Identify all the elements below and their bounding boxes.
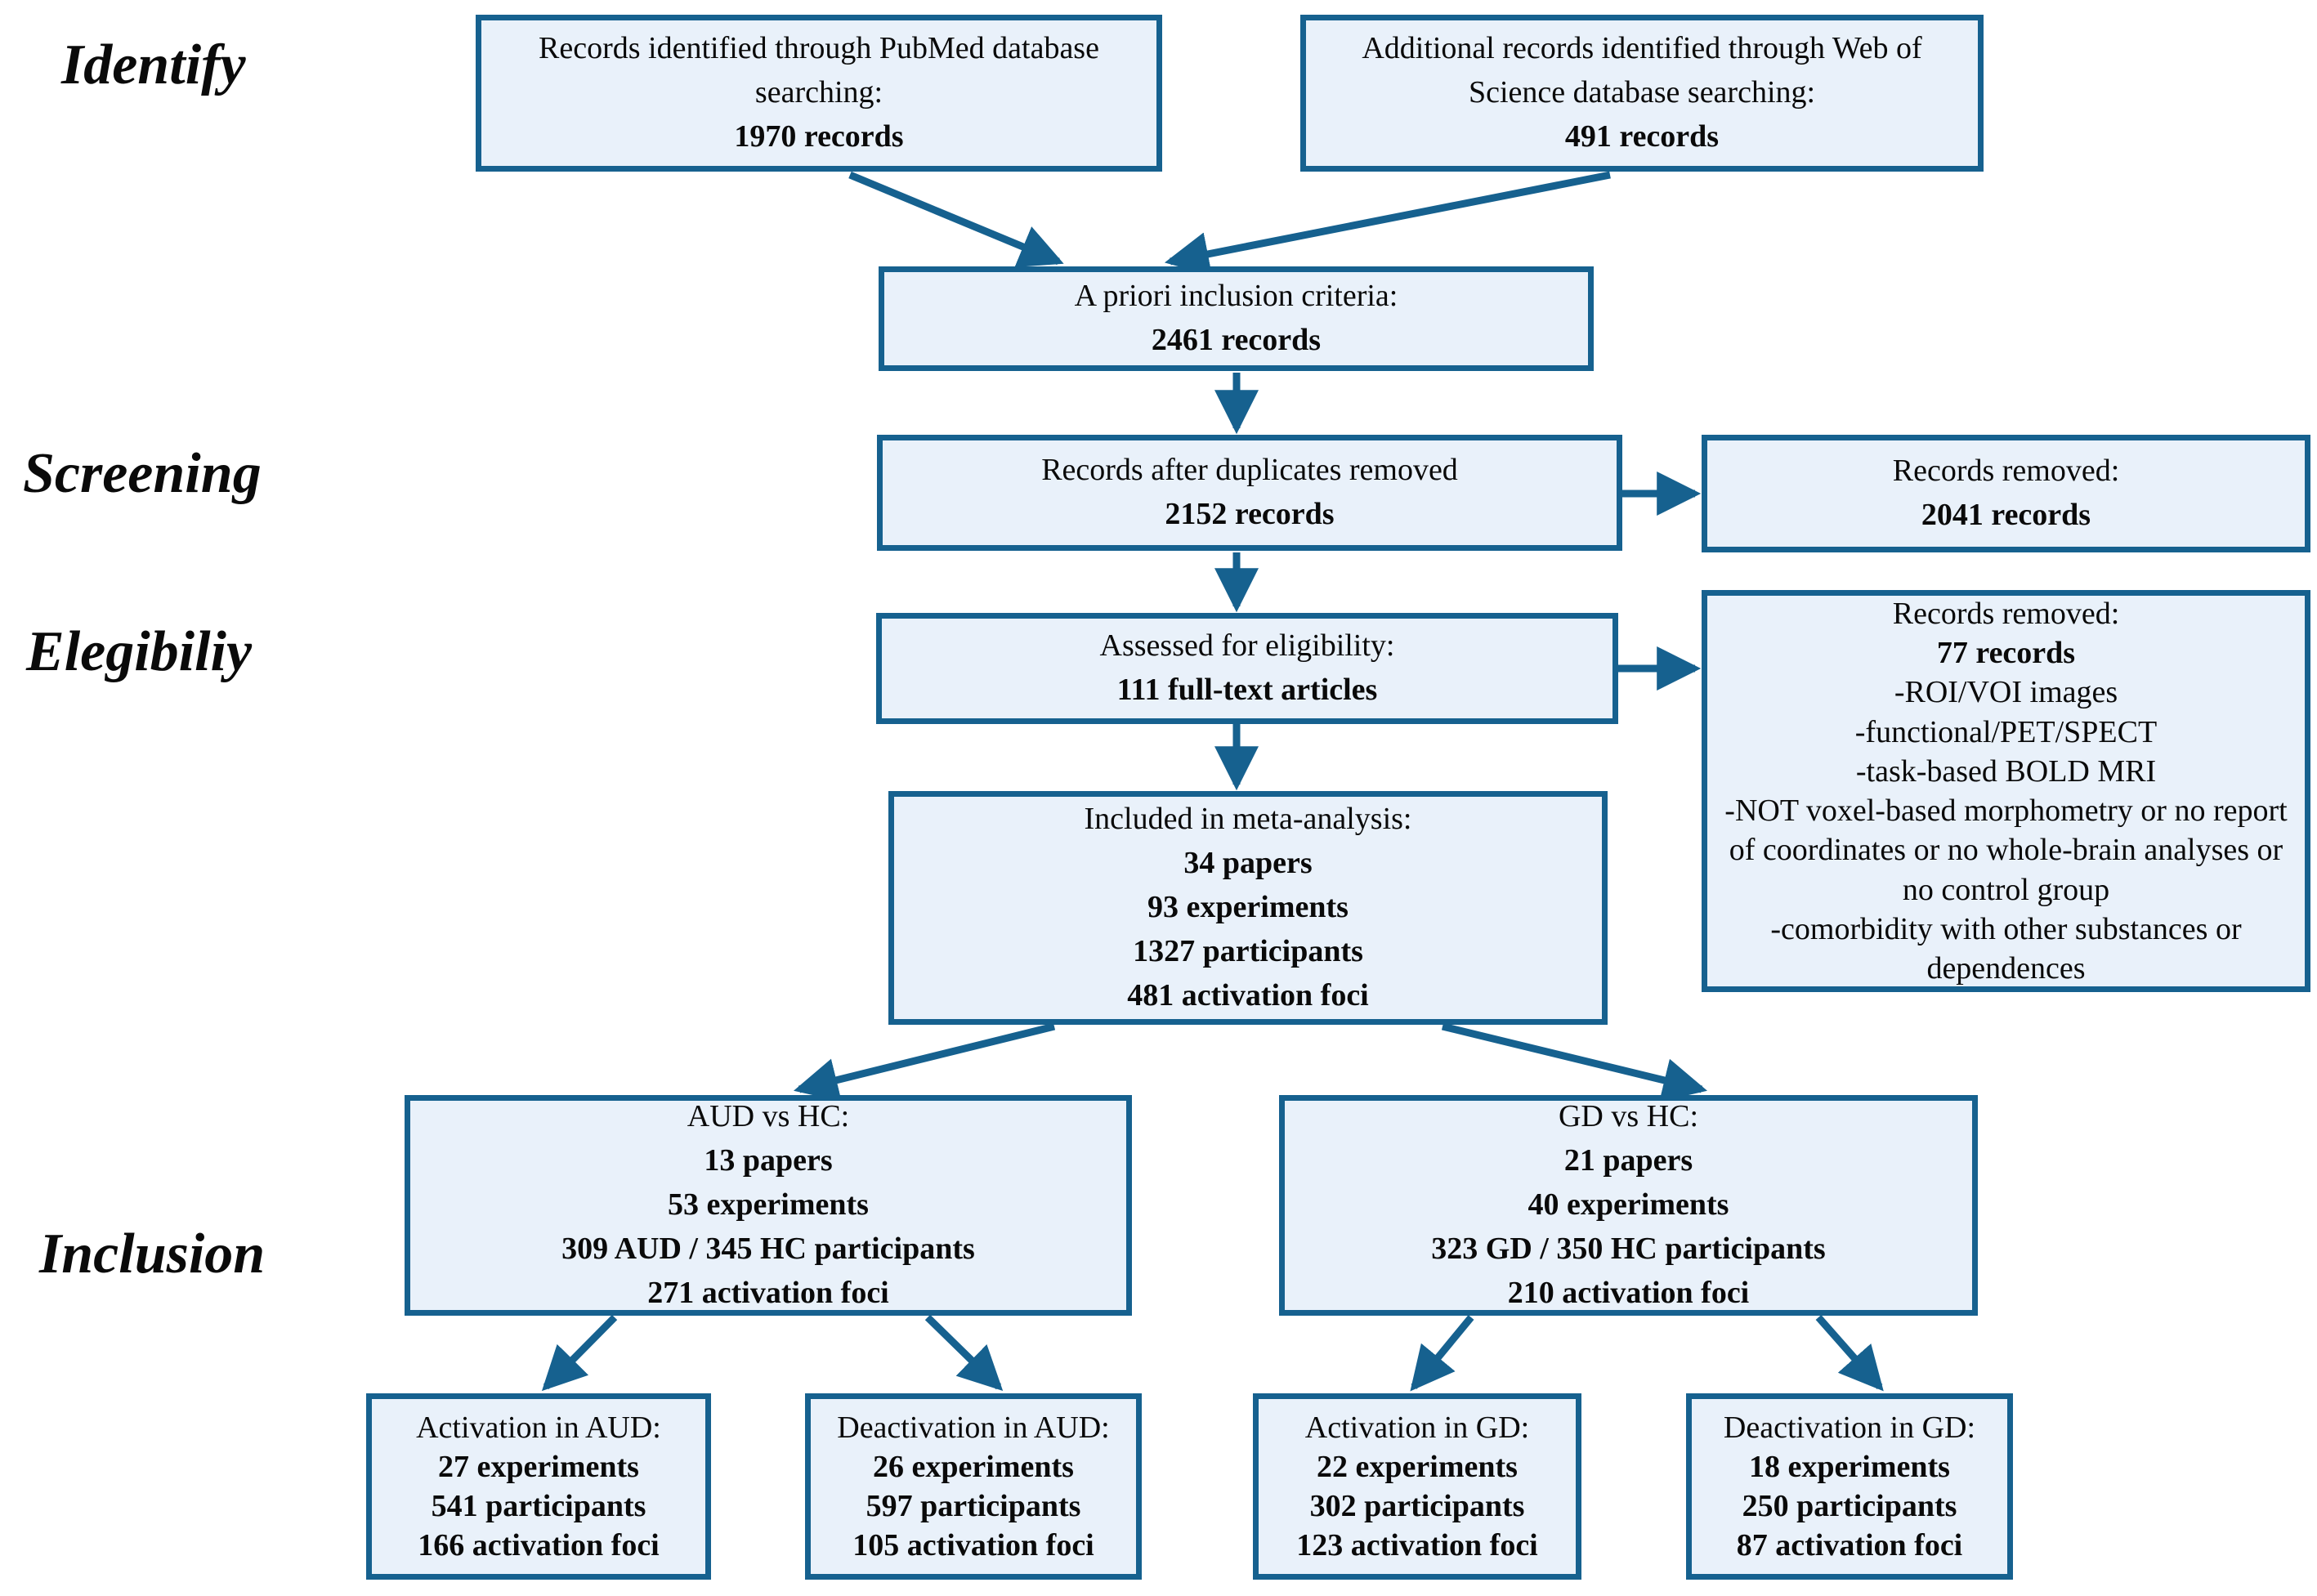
box-assessed-eligibility-value: 111 full-text articles: [1116, 673, 1378, 707]
box-aud-vs-hc: AUD vs HC: 13 papers 53 experiments 309 …: [405, 1095, 1132, 1316]
box-records-removed-eligibility: Records removed: 77 records -ROI/VOI ima…: [1702, 590, 2310, 992]
arrow-wos-to-apriori: [1164, 171, 1611, 276]
deactivation-gd-participants: 250 participants: [1742, 1489, 1957, 1523]
included-activation-foci: 481 activation foci: [1127, 977, 1369, 1013]
box-activation-gd: Activation in GD: 22 experiments 302 par…: [1253, 1393, 1581, 1580]
deactivation-aud-experiments: 26 experiments: [873, 1449, 1074, 1484]
included-participants: 1327 participants: [1133, 933, 1363, 968]
box-deactivation-gd: Deactivation in GD: 18 experiments 250 p…: [1686, 1393, 2013, 1580]
box-activation-aud: Activation in AUD: 27 experiments 541 pa…: [366, 1393, 711, 1580]
exclusion-reason-not-vbm: -NOT voxel-based morphometry or no repor…: [1724, 794, 2288, 907]
activation-gd-participants: 302 participants: [1309, 1489, 1525, 1523]
box-activation-gd-title: Activation in GD:: [1304, 1410, 1530, 1445]
box-records-wos-title: Additional records identified through We…: [1362, 31, 1922, 110]
activation-gd-experiments: 22 experiments: [1317, 1449, 1518, 1484]
box-deactivation-aud: Deactivation in AUD: 26 experiments 597 …: [805, 1393, 1142, 1580]
activation-aud-foci: 166 activation foci: [418, 1528, 660, 1563]
box-activation-aud-title: Activation in AUD:: [416, 1410, 661, 1445]
stage-label-inclusion: Inclusion: [39, 1223, 266, 1285]
deactivation-gd-experiments: 18 experiments: [1749, 1449, 1950, 1484]
included-experiments: 93 experiments: [1147, 890, 1349, 925]
included-papers: 34 papers: [1183, 846, 1313, 881]
box-apriori-criteria-value: 2461 records: [1151, 323, 1322, 357]
stage-label-screening: Screening: [23, 442, 262, 505]
box-records-pubmed-title: Records identified through PubMed databa…: [539, 31, 1099, 110]
arrow-pubmed-to-apriori: [848, 171, 1064, 267]
box-after-duplicates-title: Records after duplicates removed: [1041, 453, 1458, 488]
aud-activation-foci: 271 activation foci: [647, 1275, 889, 1310]
box-records-wos: Additional records identified through We…: [1300, 15, 1984, 172]
box-after-duplicates: Records after duplicates removed 2152 re…: [877, 435, 1622, 551]
box-aud-vs-hc-title: AUD vs HC:: [687, 1099, 850, 1134]
aud-experiments: 53 experiments: [668, 1187, 869, 1223]
gd-activation-foci: 210 activation foci: [1507, 1275, 1750, 1310]
box-included-meta-analysis: Included in meta-analysis: 34 papers 93 …: [888, 791, 1608, 1025]
arrow-gd-to-deactivation: [1815, 1315, 1884, 1392]
box-records-removed-screening-value: 2041 records: [1921, 498, 2091, 532]
gd-experiments: 40 experiments: [1528, 1187, 1729, 1223]
box-gd-vs-hc-title: GD vs HC:: [1558, 1099, 1699, 1134]
activation-gd-foci: 123 activation foci: [1296, 1528, 1538, 1563]
box-records-wos-value: 491 records: [1564, 118, 1720, 154]
activation-aud-participants: 541 participants: [431, 1489, 646, 1523]
exclusion-reason-comorbidity: -comorbidity with other substances or de…: [1770, 911, 2242, 986]
box-included-meta-analysis-title: Included in meta-analysis:: [1084, 802, 1412, 837]
stage-label-identify: Identify: [61, 34, 246, 96]
deactivation-aud-foci: 105 activation foci: [852, 1528, 1094, 1563]
deactivation-gd-foci: 87 activation foci: [1736, 1528, 1963, 1563]
box-assessed-eligibility-title: Assessed for eligibility:: [1099, 628, 1395, 664]
aud-participants: 309 AUD / 345 HC participants: [561, 1231, 975, 1266]
box-deactivation-gd-title: Deactivation in GD:: [1723, 1410, 1976, 1445]
box-gd-vs-hc: GD vs HC: 21 papers 40 experiments 323 G…: [1279, 1095, 1978, 1316]
arrow-included-to-gd: [1441, 1022, 1707, 1102]
exclusion-reason-task-based-bold: -task-based BOLD MRI: [1855, 753, 2157, 789]
activation-aud-experiments: 27 experiments: [438, 1449, 639, 1484]
aud-papers: 13 papers: [704, 1143, 833, 1178]
gd-participants: 323 GD / 350 HC participants: [1431, 1231, 1826, 1266]
arrow-gd-to-activation: [1410, 1315, 1474, 1392]
box-apriori-criteria: A priori inclusion criteria: 2461 record…: [879, 266, 1594, 371]
stage-label-eligibility: Elegibiliy: [26, 620, 253, 683]
exclusion-reason-functional-pet-spect: -functional/PET/SPECT: [1854, 714, 2158, 749]
box-after-duplicates-value: 2152 records: [1165, 497, 1335, 531]
arrow-aud-to-deactivation: [924, 1314, 1004, 1392]
box-records-pubmed: Records identified through PubMed databa…: [476, 15, 1162, 172]
deactivation-aud-participants: 597 participants: [866, 1489, 1081, 1523]
box-deactivation-aud-title: Deactivation in AUD:: [837, 1410, 1110, 1445]
gd-papers: 21 papers: [1563, 1143, 1693, 1178]
box-records-pubmed-value: 1970 records: [734, 118, 904, 154]
arrow-aud-to-activation: [541, 1314, 618, 1392]
arrow-included-to-aud: [794, 1022, 1056, 1102]
box-apriori-criteria-title: A priori inclusion criteria:: [1074, 279, 1398, 314]
exclusion-reason-roi-voi: -ROI/VOI images: [1894, 675, 2118, 710]
box-records-removed-screening-title: Records removed:: [1892, 454, 2120, 489]
box-assessed-eligibility: Assessed for eligibility: 111 full-text …: [876, 613, 1618, 724]
box-records-removed-eligibility-value: 77 records: [1936, 636, 2076, 670]
box-records-removed-screening: Records removed: 2041 records: [1702, 435, 2310, 552]
box-records-removed-eligibility-title: Records removed:: [1892, 596, 2120, 631]
